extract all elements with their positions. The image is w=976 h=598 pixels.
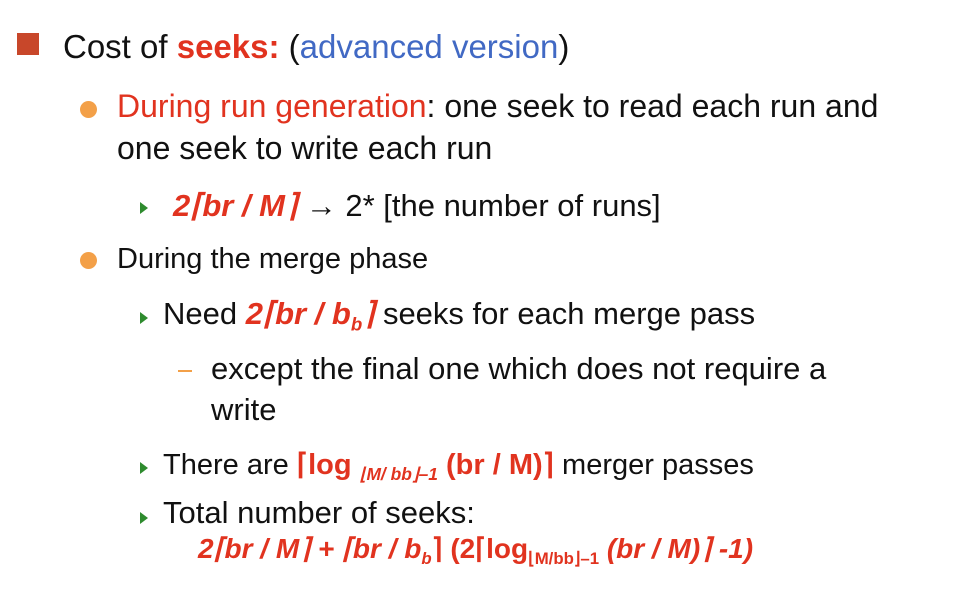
triangle-bullet-icon (140, 312, 148, 324)
triangle-bullet-icon (140, 512, 148, 524)
run-generation-line-2: one seek to write each run (117, 130, 493, 166)
square-bullet-icon (17, 33, 39, 55)
total-seeks-formula: 2⌈br / M⌉ + ⌈br / bb⌉ (2⌈log⌊M/bb⌋–1 (br… (198, 533, 754, 568)
circle-bullet-icon (80, 252, 97, 269)
total-seeks-line: Total number of seeks: (163, 495, 475, 530)
heading-line: Cost of seeks: (advanced version) (63, 28, 570, 65)
triangle-bullet-icon (140, 202, 148, 214)
circle-bullet-icon (80, 101, 97, 118)
run-generation-line-1: During run generation: one seek to read … (117, 88, 879, 124)
except-line-2: write (211, 392, 277, 427)
triangle-bullet-icon (140, 462, 148, 474)
dash-bullet-icon (178, 370, 192, 372)
merge-phase-label: During the merge phase (117, 243, 429, 275)
merge-seeks-line: Need 2⌈br / bb⌉ seeks for each merge pas… (163, 296, 756, 335)
except-line-1: except the final one which does not requ… (211, 351, 827, 386)
merge-passes-line: There are ⌈log ⌊M/ bb⌋–1 (br / M)⌉ merge… (163, 449, 754, 485)
run-generation-formula-line: 2⌈br / M⌉ → 2* [the number of runs] (173, 188, 661, 223)
